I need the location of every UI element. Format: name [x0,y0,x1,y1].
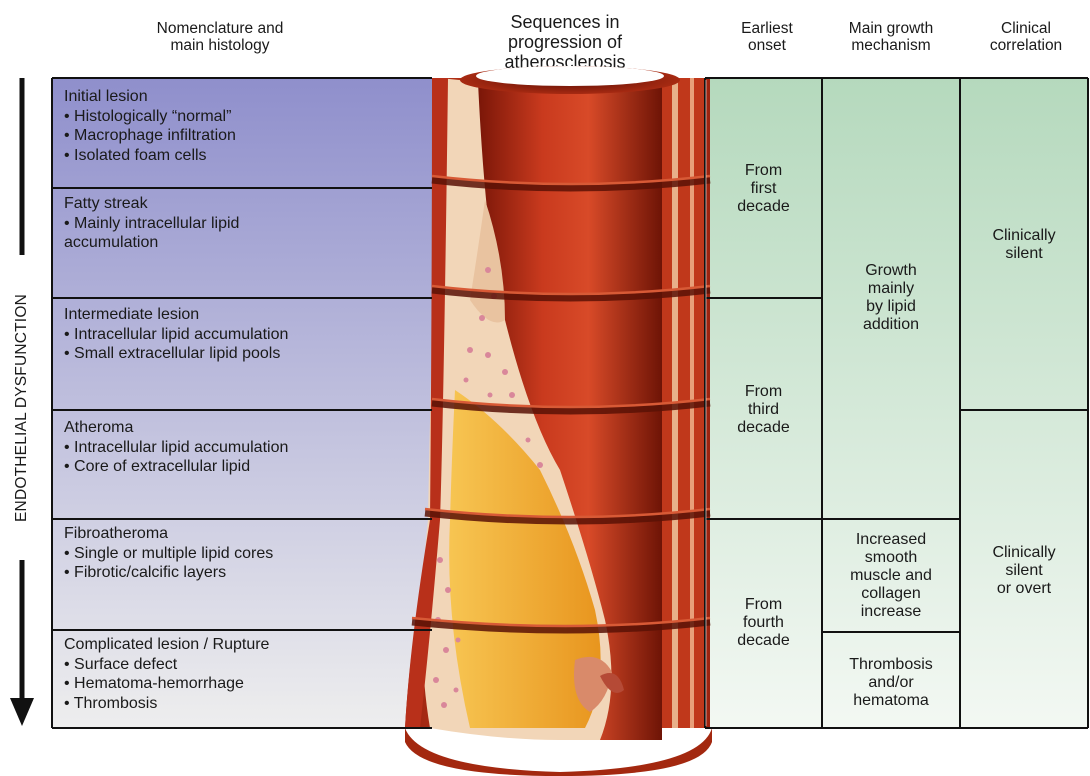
artery-illustration [405,66,712,776]
mechanism-smooth-muscle: Increased smooth muscle and collagen inc… [822,531,960,621]
endothelial-dysfunction-label: ENDOTHELIAL DYSFUNCTION [13,294,31,522]
stage-bullet: • Macrophage infiltration [64,126,424,146]
clinical-silent-or-overt: Clinically silent or overt [960,544,1088,598]
stage-bullet: • Histologically “normal” [64,107,424,127]
stage-bullet: • Intracellular lipid accumulation [64,438,424,458]
stage-title: Initial lesion [64,88,148,105]
onset-first-decade: From first decade [705,162,822,216]
stage-title: Atheroma [64,419,133,436]
stage-bullet: • Small extracellular lipid pools [64,344,424,364]
stage-complicated-lesion: Complicated lesion / Rupture • Surface d… [64,635,424,713]
stage-bullet: • Thrombosis [64,694,424,714]
clinical-silent: Clinically silent [960,227,1088,263]
stage-bullet: accumulation [64,233,424,253]
stage-bullet: • Single or multiple lipid cores [64,544,424,564]
stage-atheroma: Atheroma • Intracellular lipid accumulat… [64,418,424,477]
stage-fatty-streak: Fatty streak • Mainly intracellular lipi… [64,194,424,253]
stage-bullet: • Intracellular lipid accumulation [64,325,424,345]
stage-fibroatheroma: Fibroatheroma • Single or multiple lipid… [64,524,424,583]
stage-title: Fatty streak [64,195,148,212]
stage-intermediate-lesion: Intermediate lesion • Intracellular lipi… [64,305,424,364]
stage-bullet: • Isolated foam cells [64,146,424,166]
stage-bullet: • Mainly intracellular lipid [64,214,424,234]
onset-third-decade: From third decade [705,383,822,437]
stage-bullet: • Fibrotic/calcific layers [64,563,424,583]
stage-title: Intermediate lesion [64,306,199,323]
onset-fourth-decade: From fourth decade [705,596,822,650]
stage-bullet: • Surface defect [64,655,424,675]
stage-initial-lesion: Initial lesion • Histologically “normal”… [64,87,424,165]
stage-title: Fibroatheroma [64,525,168,542]
mechanism-lipid-addition: Growth mainly by lipid addition [822,262,960,334]
stage-bullet: • Hematoma-hemorrhage [64,674,424,694]
stage-bullet: • Core of extracellular lipid [64,457,424,477]
mechanism-thrombosis: Thrombosis and/or hematoma [822,656,960,710]
stage-title: Complicated lesion / Rupture [64,636,269,653]
